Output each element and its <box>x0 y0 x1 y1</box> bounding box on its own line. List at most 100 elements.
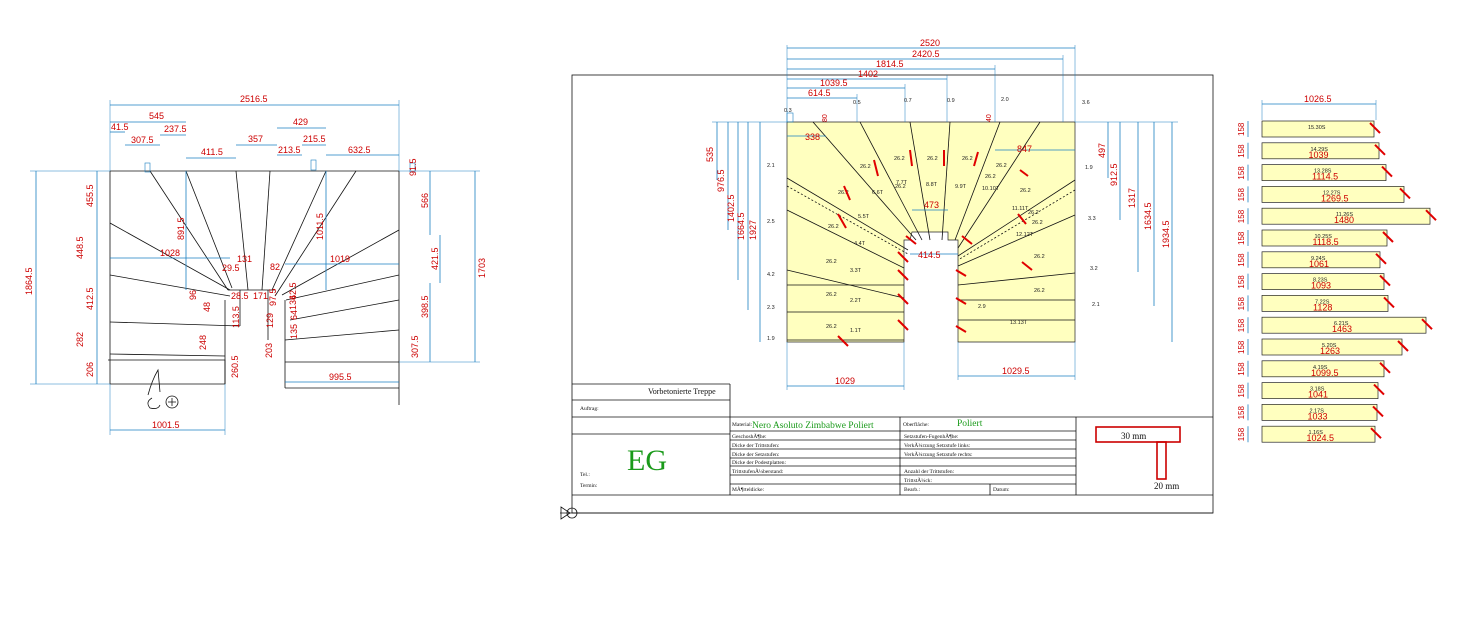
dim-976: 976.5 <box>716 169 726 192</box>
step-5: 5.5T <box>858 214 870 220</box>
field-l5: TrittstufenÃ¼berstand: <box>732 467 784 475</box>
dim-171: 171 <box>253 291 268 301</box>
tread-tag: 10.25S <box>1315 234 1333 240</box>
tread-tag: 2.17S <box>1310 408 1325 414</box>
side-right-4: 2.1 <box>1092 302 1100 308</box>
plan-dimension-lines <box>35 104 476 431</box>
tread-depth: 158 <box>1237 209 1246 223</box>
side-left-3: 4.2 <box>767 272 775 278</box>
tread-tag: 11.26S <box>1336 212 1353 218</box>
tread-rect <box>1261 207 1431 225</box>
dim-206: 206 <box>85 362 95 377</box>
tread-tag: 6.21S <box>1334 321 1349 327</box>
tel-label: Tel.: <box>580 472 590 478</box>
dim-1927: 1927 <box>748 220 758 240</box>
red-cut-mark <box>1379 362 1391 374</box>
dim-82: 82 <box>270 262 280 272</box>
tread-length: 1118.5 <box>1313 237 1339 247</box>
frame-side-labels: 2.1 2.5 4.2 2.3 1.9 1.9 3.3 3.2 2.1 2.9 … <box>767 97 1100 342</box>
field-r2: VerkÃ¼rzung Setzstufe links: <box>904 441 971 449</box>
title-text: Vorbetonierte Treppe <box>648 387 716 396</box>
profile-bottom-label: 20 mm <box>1154 481 1179 491</box>
hand-sketch-icon <box>147 368 179 409</box>
tread-depth: 158 <box>1237 340 1246 354</box>
dim-411: 411.5 <box>201 147 223 157</box>
plan-dimension-texts: 2516.5 545 41.5 307.5 237.5 357 411.5 42… <box>24 94 487 430</box>
tread-depth: 158 <box>1237 318 1246 332</box>
dim-1864: 1864.5 <box>24 267 34 295</box>
field-l2: Dicke der Trittstufen: <box>732 442 780 449</box>
red-cut-mark <box>1374 144 1386 156</box>
tread-tag: 13.28S <box>1314 169 1332 175</box>
step-4: 4.4T <box>854 241 866 247</box>
field-l1: GeschoshÃ¶he: <box>732 432 767 440</box>
profile-top-label: 30 mm <box>1121 431 1146 441</box>
top-label-1: 0.3 <box>784 108 792 114</box>
dim-412: 412.5 <box>85 287 95 310</box>
dim-632: 632.5 <box>348 145 371 155</box>
dim-545: 545 <box>149 111 164 121</box>
tread-length: 1128 <box>1313 302 1332 312</box>
dim-129: 129 <box>265 313 275 328</box>
field-r1: Setzstufen-FugenhÃ¶he: <box>904 432 959 440</box>
side-right-3: 3.2 <box>1090 266 1098 272</box>
dim-2516: 2516.5 <box>240 94 268 104</box>
tread-tag: 3.18S <box>1310 387 1325 393</box>
tread-depth: 158 <box>1237 231 1246 245</box>
red-cut-mark <box>1372 405 1384 418</box>
dim-41: 41.5 <box>111 122 129 132</box>
red-cut-mark <box>1421 318 1433 330</box>
dim-1028: 1028 <box>160 248 180 258</box>
tread-depth: 158 <box>1237 297 1246 311</box>
tread-tag: 4.19S <box>1313 365 1328 371</box>
angle-5: 26.2 <box>838 190 849 196</box>
dim-473: 473 <box>924 200 939 210</box>
dim-1001: 1001.5 <box>152 420 180 430</box>
field-r3: VerkÃ¼rzung Setzstufe rechts: <box>904 450 973 458</box>
step-10: 10.10T <box>982 186 1000 192</box>
red-cut-marks <box>837 149 1033 347</box>
red-cut-mark <box>1383 296 1395 309</box>
field-l4: Dicke der Podestplatten: <box>732 460 787 466</box>
dim-1011: 1011.5 <box>315 213 325 240</box>
tread-tag: 8.23S <box>1313 278 1328 284</box>
top-label-3: 0.7 <box>904 98 912 104</box>
dim-28: 28.5 <box>231 291 249 301</box>
dim-614: 614.5 <box>808 88 831 98</box>
dim-1029b: 1029.5 <box>1002 366 1030 376</box>
stair-plan-left: 2516.5 545 41.5 307.5 237.5 357 411.5 42… <box>24 94 487 435</box>
dim-282: 282 <box>75 332 85 347</box>
dim-455: 455.5 <box>85 184 95 207</box>
dim-1402v: 1402.5 <box>726 194 736 222</box>
dim-113: 113.5 <box>231 306 241 328</box>
angle-11: 26.2 <box>1020 188 1031 194</box>
angle-16: 26.2 <box>985 174 996 180</box>
dim-307r: 307.5 <box>410 335 420 358</box>
tread-rect <box>1261 273 1385 290</box>
angle-2: 26.2 <box>826 292 837 298</box>
side-right-5: 2.9 <box>978 304 986 310</box>
tread-rect <box>1261 251 1381 269</box>
dim-912: 912.5 <box>1109 163 1119 186</box>
dim-891: 891.5 <box>176 217 186 240</box>
material-value: Nero Asoluto Zimbabwe Poliert <box>752 421 874 431</box>
tread-rect <box>1261 120 1375 138</box>
surface-value: Poliert <box>957 419 983 429</box>
angle-1: 26.2 <box>826 324 837 330</box>
tread-length: 1480 <box>1334 215 1354 225</box>
dim-260: 260.5 <box>230 355 240 378</box>
projection-symbol-icon <box>560 506 580 520</box>
plan-small-marks <box>144 159 416 173</box>
dim-1019: 1019 <box>330 254 350 264</box>
datum-label: Datum: <box>993 487 1010 493</box>
angle-15: 26.2 <box>895 184 906 190</box>
auftrag-label: Auftrag: <box>580 405 599 412</box>
side-left-1: 2.1 <box>767 163 775 169</box>
tread-length: 1093 <box>1311 281 1331 291</box>
dim-1814: 1814.5 <box>876 59 904 69</box>
